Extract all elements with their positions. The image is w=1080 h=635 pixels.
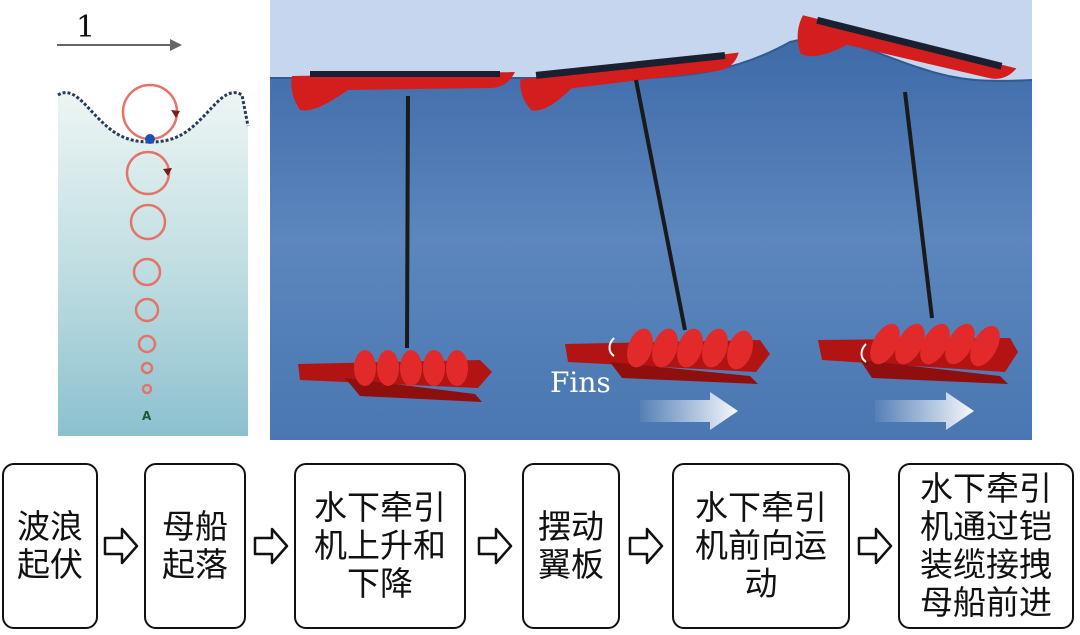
glider-stage-2 bbox=[520, 52, 739, 111]
flow-step-mother-ship: 母船起落 bbox=[144, 463, 246, 629]
flow-step-label: 水下牵引机前向运动 bbox=[695, 488, 827, 603]
solar-panel bbox=[310, 71, 500, 77]
orbit-circles bbox=[121, 83, 179, 395]
sea-body bbox=[58, 92, 248, 437]
direction-number-label: 1 bbox=[76, 10, 95, 45]
glider-stage-1 bbox=[291, 71, 515, 402]
flow-step-label: 水下牵引机上升和下降 bbox=[314, 488, 446, 603]
sub-wing-rack bbox=[818, 323, 1018, 384]
flow-step-cable-pull-ship: 水下牵引机通过铠装缆接拽母船前进 bbox=[898, 463, 1074, 629]
solar-panel bbox=[535, 52, 726, 79]
wave-orbit-diagram: 1 A bbox=[57, 10, 250, 437]
flow-step-swing-wings: 摆动翼板 bbox=[522, 463, 620, 629]
flow-step-tractor-rise-fall: 水下牵引机上升和下降 bbox=[294, 463, 466, 629]
flow-arrow-icon bbox=[253, 527, 289, 565]
flow-step-label: 水下牵引机通过铠装缆接拽母船前进 bbox=[920, 469, 1052, 622]
orbit-arrow-icon bbox=[163, 168, 172, 176]
orbit-arrow-icon bbox=[171, 110, 180, 118]
float-hull bbox=[291, 72, 515, 111]
wave-glider-scene: Fins bbox=[270, 0, 1032, 440]
flow-arrow-icon bbox=[477, 527, 513, 565]
flow-arrow-icon bbox=[857, 527, 893, 565]
tether-cable bbox=[634, 79, 687, 331]
water-particle-dot bbox=[145, 134, 155, 144]
water-body bbox=[270, 38, 1032, 440]
glider-stage-3 bbox=[797, 15, 1017, 79]
forward-arrow-icon bbox=[875, 392, 974, 430]
flow-step-label: 母船起落 bbox=[162, 507, 228, 584]
flow-step-label: 摆动翼板 bbox=[538, 507, 604, 584]
sub-wing-rack bbox=[298, 350, 492, 402]
depth-label: A bbox=[142, 409, 152, 423]
flow-arrow-icon bbox=[103, 527, 139, 565]
wave-surface-line bbox=[57, 91, 250, 144]
float-hull bbox=[520, 52, 739, 111]
direction-arrow-icon bbox=[57, 39, 182, 51]
solar-panel bbox=[816, 16, 1003, 70]
tether-cable bbox=[405, 95, 410, 349]
flow-arrow-icon bbox=[628, 527, 664, 565]
flow-step-wave-undulation: 波浪起伏 bbox=[2, 463, 98, 629]
fins-label: Fins bbox=[550, 366, 611, 399]
flow-step-tractor-forward: 水下牵引机前向运动 bbox=[672, 463, 850, 629]
sub-wing-rack bbox=[565, 328, 770, 384]
forward-arrow-icon bbox=[640, 392, 738, 430]
tether-cable bbox=[903, 91, 934, 319]
flow-step-label: 波浪起伏 bbox=[17, 507, 83, 584]
